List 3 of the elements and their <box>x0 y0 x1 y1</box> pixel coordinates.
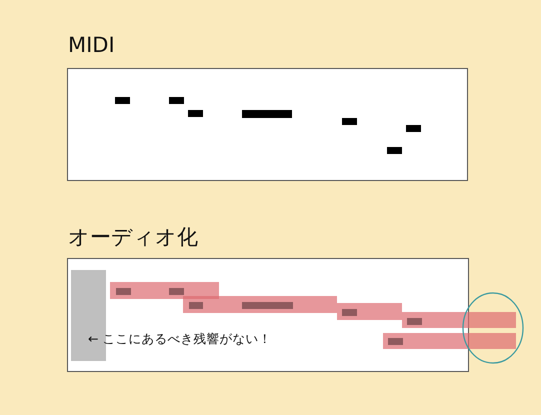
panel-heading: MIDI <box>68 33 115 57</box>
note-text: ← ここにあるべき残響がない！ <box>88 331 272 348</box>
panel-heading: オーディオ化 <box>68 224 198 251</box>
